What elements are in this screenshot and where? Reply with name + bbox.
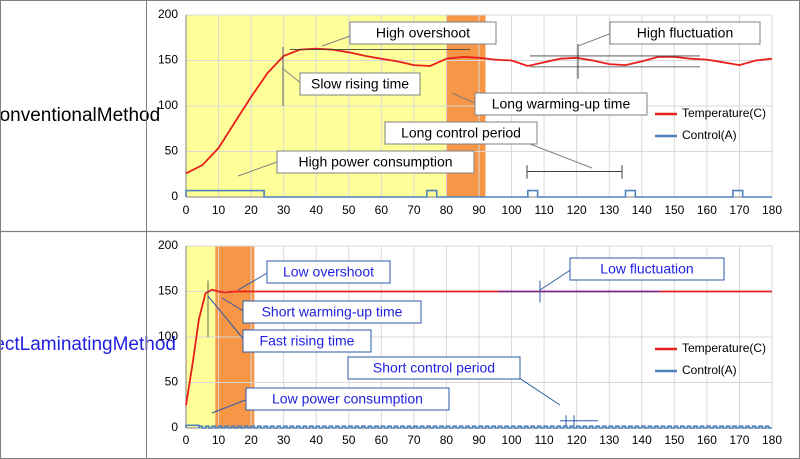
annotation-box-0-1 (609, 21, 761, 45)
annotation-box-1-3 (242, 329, 372, 353)
x-tick-label-1-40: 40 (310, 433, 324, 447)
x-tick-label-1-130: 130 (599, 433, 619, 447)
x-tick-label-1-0: 0 (183, 433, 190, 447)
y-tick-label-0-200: 200 (158, 7, 178, 21)
annotation-box-1-0 (266, 260, 391, 284)
y-tick-label-1-100: 100 (158, 329, 178, 343)
annotation-box-1-2 (242, 300, 422, 324)
x-tick-label-1-120: 120 (567, 433, 587, 447)
annotation-label-1-4: Short control period (373, 360, 495, 376)
x-tick-label-1-30: 30 (277, 433, 291, 447)
annotation-label-1-5: Low power consumption (272, 391, 423, 407)
annotation-pointer-1-1 (539, 268, 573, 291)
x-tick-label-0-80: 80 (440, 203, 454, 217)
row-label-direct-laminating: DirectLaminatingMethod (0, 334, 176, 355)
annotation-pointer-1-3 (207, 295, 246, 342)
annotation-box-0-0 (349, 21, 497, 45)
annotation-label-0-4: Long control period (401, 125, 521, 141)
annotation-pointer-0-2 (281, 67, 303, 85)
annotation-box-0-2 (299, 72, 421, 96)
annotation-pointer-0-5 (237, 161, 278, 177)
x-tick-label-0-70: 70 (407, 203, 421, 217)
annotation-box-0-3 (474, 92, 648, 116)
x-tick-label-0-110: 110 (535, 203, 554, 217)
x-tick-label-1-90: 90 (472, 433, 486, 447)
row-label-conventional: ConventionalMethod (0, 104, 161, 126)
x-tick-label-0-140: 140 (632, 203, 652, 217)
x-tick-label-0-50: 50 (342, 203, 356, 217)
y-tick-label-0-0: 0 (171, 189, 178, 203)
annotation-pointer-0-0 (321, 34, 354, 47)
y-tick-label-0-50: 50 (165, 144, 179, 158)
x-tick-label-0-60: 60 (375, 203, 389, 217)
x-tick-label-0-180: 180 (762, 203, 782, 217)
x-tick-label-1-160: 160 (697, 433, 717, 447)
annotation-box-0-5 (276, 150, 475, 174)
annotation-label-1-3: Fast rising time (260, 333, 355, 349)
x-tick-label-1-10: 10 (212, 433, 226, 447)
x-tick-label-1-50: 50 (342, 433, 356, 447)
series-control-1 (185, 424, 772, 429)
annotation-pointer-1-5 (211, 398, 249, 414)
y-tick-label-1-0: 0 (171, 420, 178, 434)
y-tick-label-1-50: 50 (165, 375, 179, 389)
annotation-box-0-4 (384, 121, 538, 145)
annotation-pointer-0-4 (529, 143, 593, 169)
annotation-label-0-0: High overshoot (376, 25, 470, 41)
legend-label-1-0: Temperature(C) (682, 341, 766, 355)
annotation-pointer-1-2 (221, 297, 246, 313)
y-tick-label-0-100: 100 (158, 98, 178, 112)
x-tick-label-1-80: 80 (440, 433, 454, 447)
y-tick-label-1-150: 150 (158, 284, 178, 298)
annotation-label-0-1: High fluctuation (637, 25, 734, 41)
x-tick-label-0-160: 160 (697, 203, 717, 217)
x-tick-label-1-20: 20 (244, 433, 258, 447)
x-tick-label-0-90: 90 (472, 203, 486, 217)
annotation-label-0-2: Slow rising time (311, 76, 409, 92)
annotation-box-1-5 (245, 387, 450, 411)
annotation-box-1-1 (569, 257, 725, 281)
x-tick-label-0-170: 170 (729, 203, 749, 217)
annotation-label-0-5: High power consumption (298, 154, 452, 170)
x-tick-label-1-150: 150 (664, 433, 684, 447)
annotation-label-1-2: Short warming-up time (262, 304, 403, 320)
legend-label-1-1: Control(A) (682, 363, 737, 377)
x-tick-label-0-130: 130 (599, 203, 619, 217)
y-tick-label-1-200: 200 (158, 238, 178, 252)
x-tick-label-0-30: 30 (277, 203, 291, 217)
x-tick-label-1-110: 110 (535, 433, 554, 447)
x-tick-label-1-170: 170 (729, 433, 749, 447)
x-tick-label-0-120: 120 (567, 203, 587, 217)
annotation-box-1-4 (347, 356, 521, 380)
annotation-label-1-1: Low fluctuation (600, 261, 693, 277)
x-tick-label-1-100: 100 (502, 433, 522, 447)
x-tick-label-1-180: 180 (762, 433, 782, 447)
annotation-pointer-0-3 (451, 92, 478, 105)
x-tick-label-1-70: 70 (407, 433, 421, 447)
x-tick-label-0-0: 0 (183, 203, 190, 217)
annotation-pointer-0-1 (577, 32, 613, 47)
x-tick-label-0-150: 150 (664, 203, 684, 217)
annotation-label-0-3: Long warming-up time (492, 96, 631, 112)
annotation-label-1-0: Low overshoot (283, 264, 374, 280)
x-tick-label-0-40: 40 (310, 203, 324, 217)
x-tick-label-0-100: 100 (502, 203, 522, 217)
legend-label-0-0: Temperature(C) (682, 106, 766, 120)
x-tick-label-1-60: 60 (375, 433, 389, 447)
annotation-pointer-1-0 (237, 271, 270, 291)
x-tick-label-0-10: 10 (212, 203, 226, 217)
legend-label-0-1: Control(A) (682, 128, 737, 142)
y-tick-label-0-150: 150 (158, 53, 178, 67)
x-tick-label-1-140: 140 (632, 433, 652, 447)
x-tick-label-0-20: 20 (244, 203, 258, 217)
series-control-0 (185, 189, 772, 198)
series-temperature-0 (185, 47, 773, 175)
